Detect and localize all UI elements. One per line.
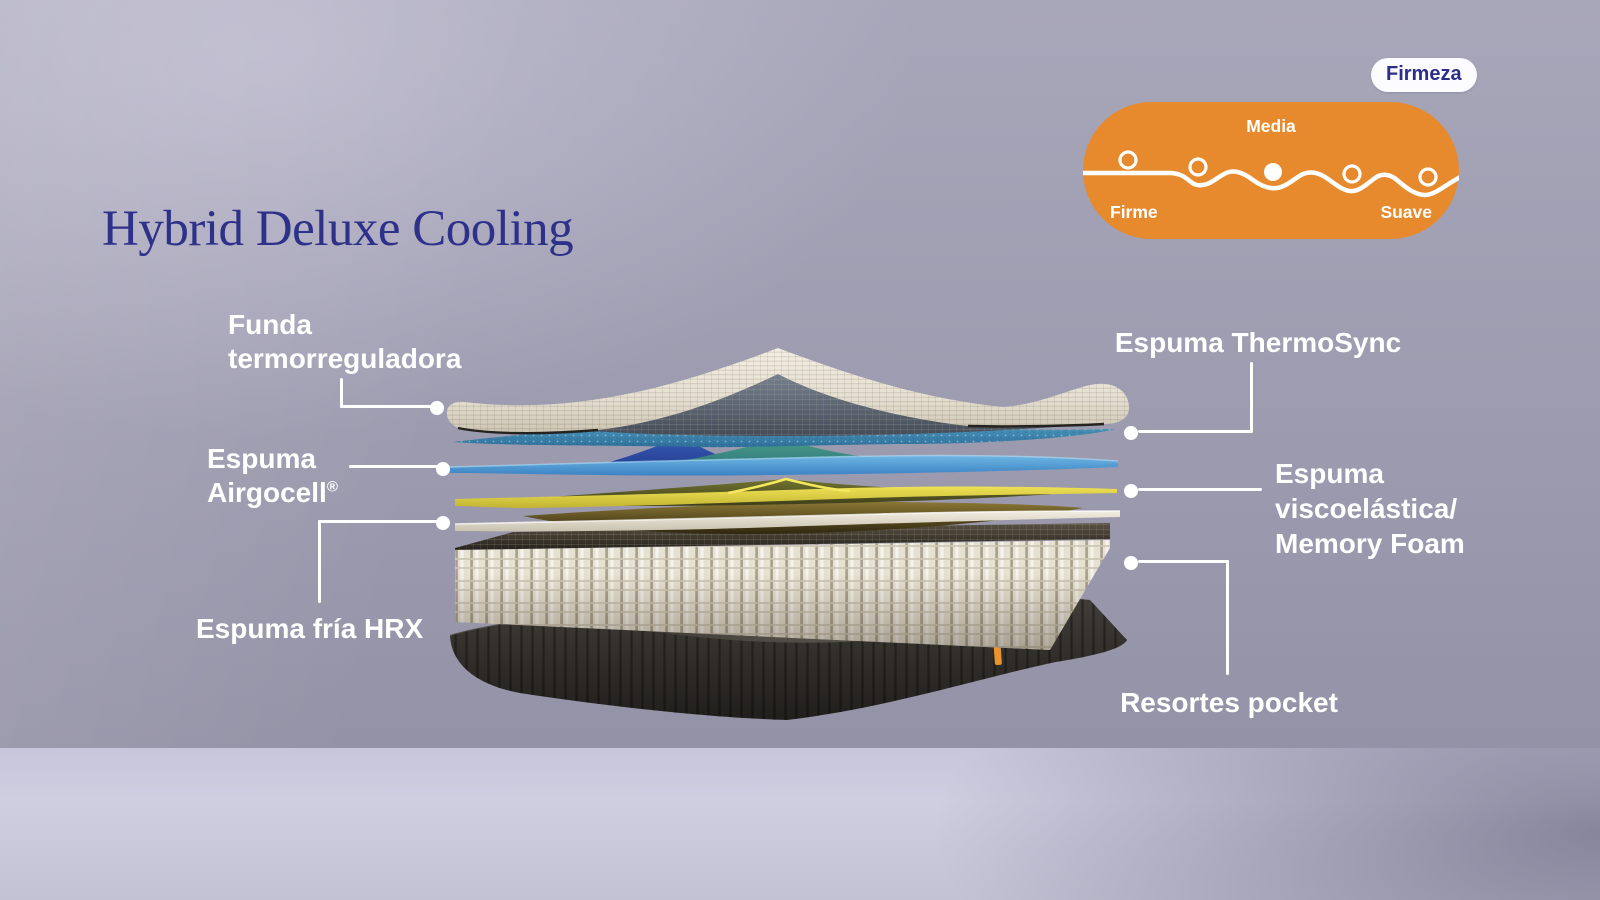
firmness-badge: Firmeza xyxy=(1371,58,1477,92)
floor xyxy=(0,748,1600,900)
connector-line-resortes-v xyxy=(1226,560,1229,675)
firmness-dot-2 xyxy=(1188,157,1208,177)
label-thermosync: Espuma ThermoSync xyxy=(1114,327,1402,358)
mattress-illustration xyxy=(446,348,1129,720)
label-airgocell: Espuma Airgocell® xyxy=(207,443,338,508)
connector-line-viscoelastica-h xyxy=(1138,488,1262,491)
connector-dot-fria-hrx xyxy=(436,516,450,530)
connector-line-airgocell-h xyxy=(349,465,439,468)
label-resortes: Resortes pocket xyxy=(1120,687,1338,718)
connector-line-thermosync-v xyxy=(1250,362,1253,433)
connector-dot-funda xyxy=(430,401,444,415)
label-funda: Funda termorreguladora xyxy=(228,309,462,374)
layer-airgocell xyxy=(449,436,1119,476)
firmness-right-label: Suave xyxy=(1380,202,1432,222)
label-fria-hrx: Espuma fría HRX xyxy=(196,613,424,644)
label-viscoelastica: Espuma viscoelástica/ Memory Foam xyxy=(1275,458,1465,559)
connector-line-funda-h xyxy=(340,405,434,408)
connector-dot-thermosync xyxy=(1124,426,1138,440)
layer-viscoelastica xyxy=(455,477,1117,508)
firmness-left-label: Firme xyxy=(1110,202,1158,222)
firmness-scale-widget: Media Firme Suave xyxy=(1083,102,1459,239)
connector-line-fria-hrx-v xyxy=(318,520,321,603)
connector-line-thermosync-h xyxy=(1138,430,1252,433)
connector-dot-resortes xyxy=(1124,556,1138,570)
firmness-dot-5 xyxy=(1418,167,1438,187)
connector-dot-airgocell xyxy=(436,462,450,476)
layer-cover xyxy=(446,348,1129,436)
page-title: Hybrid Deluxe Cooling xyxy=(102,201,574,258)
layer-springs xyxy=(455,523,1110,650)
firmness-wave-line xyxy=(1083,169,1459,198)
firmness-dot-3-selected xyxy=(1264,163,1282,181)
firmness-dot-1 xyxy=(1118,150,1138,170)
firmness-top-label: Media xyxy=(1246,116,1296,136)
connector-line-funda-v xyxy=(340,378,343,408)
firmness-dot-4 xyxy=(1342,164,1362,184)
connector-line-fria-hrx-h xyxy=(318,520,438,523)
connector-line-resortes-h xyxy=(1138,560,1229,563)
layer-fria-hrx xyxy=(454,501,1121,535)
connector-dot-viscoelastica xyxy=(1124,484,1138,498)
